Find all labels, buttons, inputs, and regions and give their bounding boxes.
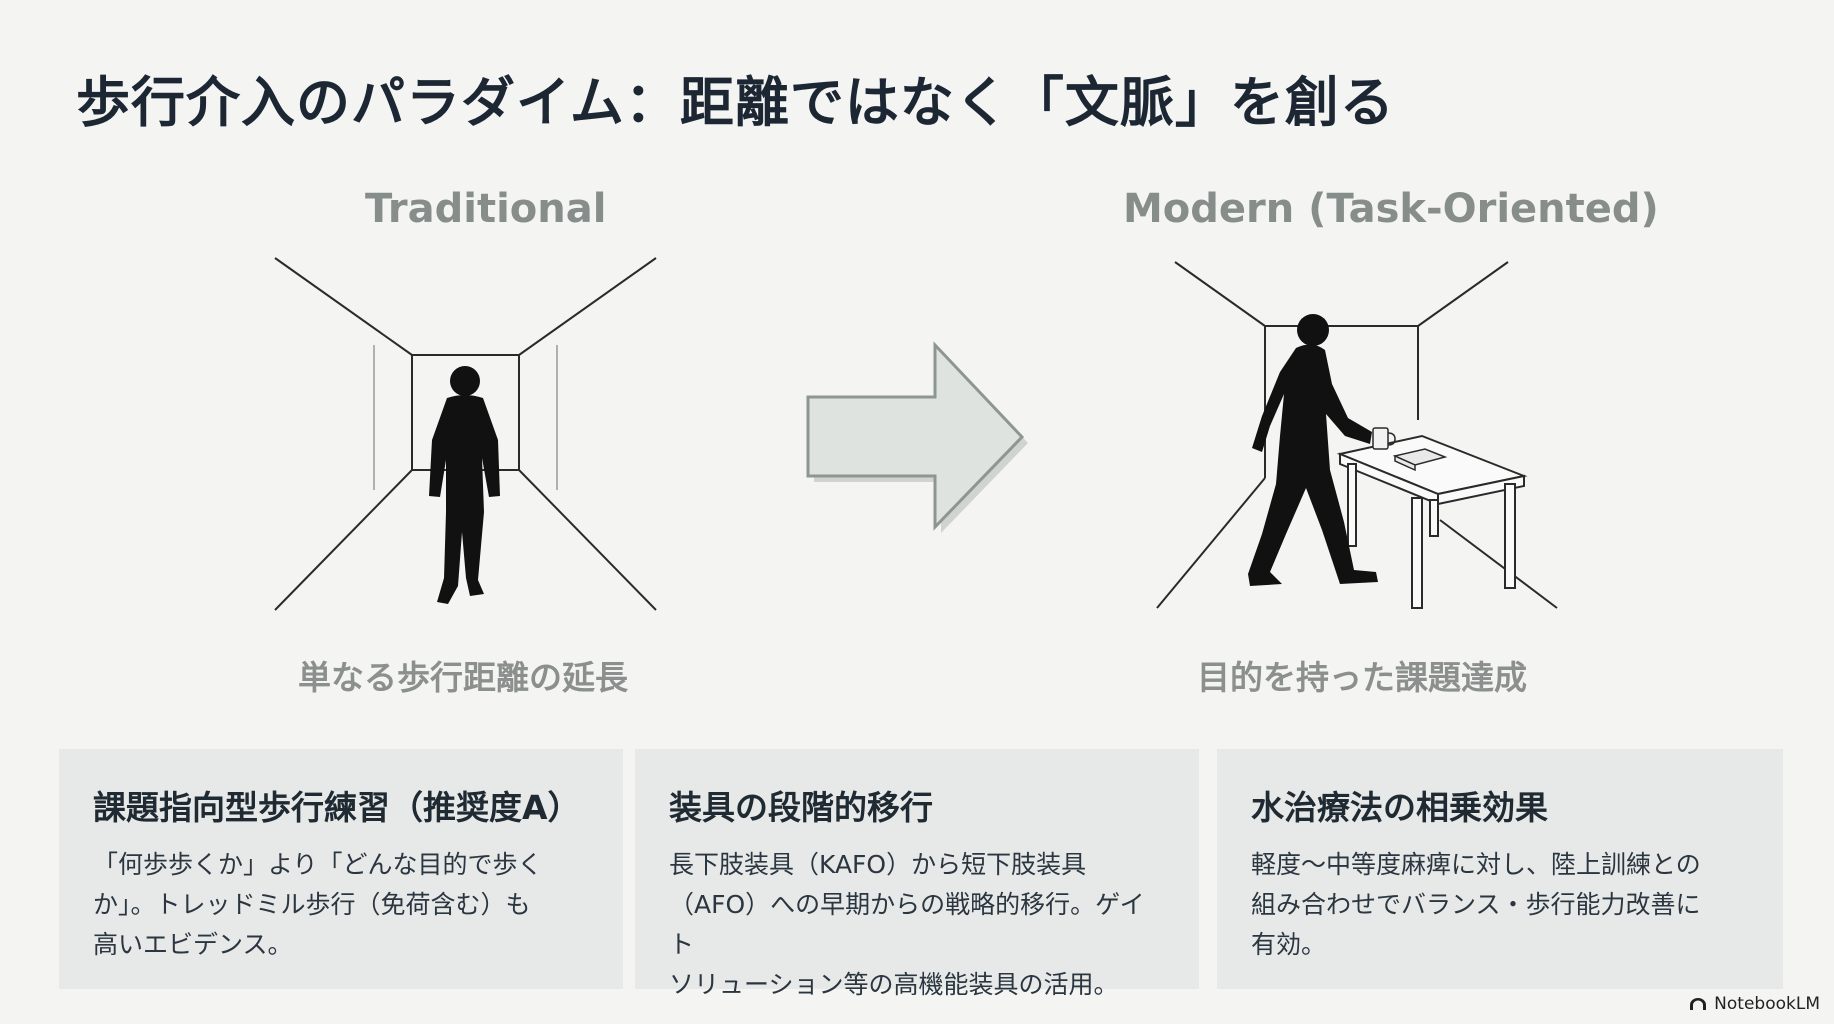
page-title: 歩行介入のパラダイム：距離ではなく「文脈」を創る [76, 71, 1395, 134]
card-title: 装具の段階的移行 [669, 788, 933, 827]
transition-arrow-icon [806, 341, 1028, 533]
mug-icon [1372, 427, 1396, 450]
info-card-task-oriented: 課題指向型歩行練習（推奨度A） 「何歩歩くか」より「どんな目的で歩く か」。トレ… [59, 749, 623, 989]
traditional-heading: Traditional [365, 186, 607, 232]
book-icon [1392, 448, 1448, 472]
card-body: 「何歩歩くか」より「どんな目的で歩く か」。トレッドミル歩行（免荷含む）も 高い… [93, 850, 543, 959]
modern-caption: 目的を持った課題達成 [1197, 658, 1527, 697]
info-card-hydrotherapy: 水治療法の相乗効果 軽度〜中等度麻痺に対し、陸上訓練との 組み合わせでバランス・… [1217, 749, 1783, 989]
modern-heading: Modern (Task-Oriented) [1123, 186, 1659, 232]
room-illustration [1156, 261, 1558, 609]
person-reaching-silhouette-icon [1248, 314, 1378, 586]
traditional-caption: 単なる歩行距離の延長 [298, 658, 628, 697]
card-title: 水治療法の相乗効果 [1251, 788, 1548, 827]
brand-label: NotebookLM [1714, 994, 1820, 1014]
info-card-orthosis: 装具の段階的移行 長下肢装具（KAFO）から短下肢装具 （AFO）への早期からの… [635, 749, 1199, 999]
walking-person-silhouette-icon [429, 366, 500, 604]
corridor-illustration [274, 257, 657, 611]
card-body: 長下肢装具（KAFO）から短下肢装具 （AFO）への早期からの戦略的移行。ゲイト… [669, 850, 1145, 999]
brand-watermark: NotebookLM [1688, 994, 1820, 1014]
notebooklm-logo-icon [1690, 998, 1707, 1010]
card-title: 課題指向型歩行練習（推奨度A） [93, 788, 581, 827]
card-body: 軽度〜中等度麻痺に対し、陸上訓練との 組み合わせでバランス・歩行能力改善に 有効… [1251, 850, 1701, 959]
